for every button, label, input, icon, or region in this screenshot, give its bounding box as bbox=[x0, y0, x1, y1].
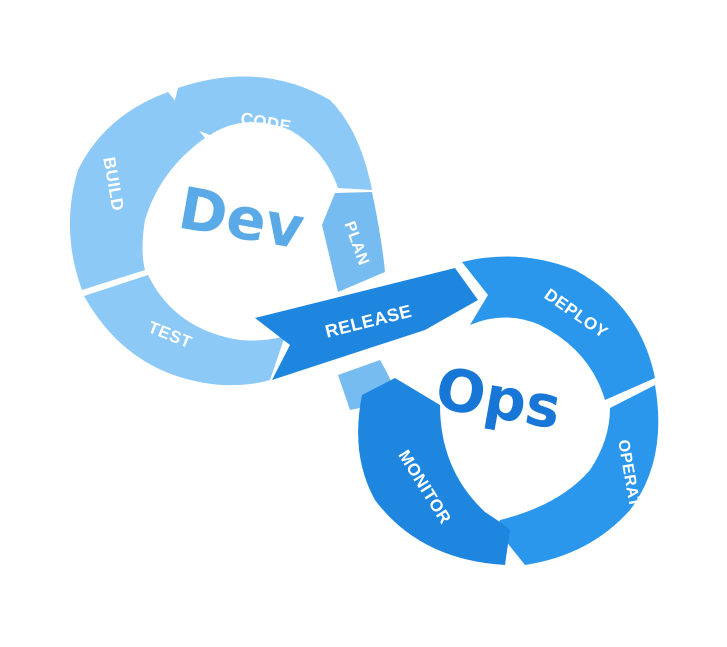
code-segment bbox=[170, 76, 372, 190]
ops-loop bbox=[358, 256, 659, 565]
release-arrow bbox=[255, 268, 478, 380]
build-segment bbox=[69, 92, 206, 290]
operate-segment bbox=[498, 385, 659, 565]
dev-title: Dev bbox=[174, 174, 309, 263]
plan-segment bbox=[322, 192, 385, 292]
ops-title: Ops bbox=[431, 354, 566, 443]
dev-loop bbox=[69, 76, 398, 410]
deploy-segment bbox=[462, 256, 655, 400]
test-segment bbox=[84, 275, 285, 386]
release-arrow-shape bbox=[255, 268, 478, 380]
monitor-segment bbox=[358, 378, 510, 565]
